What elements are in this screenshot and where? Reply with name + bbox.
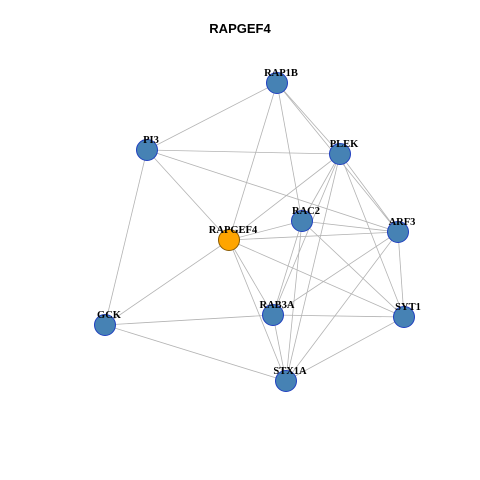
node-rac2	[291, 210, 313, 232]
edge-rapgef4-stx1a	[228, 239, 287, 382]
plot-title: RAPGEF4	[209, 21, 271, 36]
edge-rapgef4-rab3a	[228, 239, 274, 316]
edge-gck-rab3a	[104, 314, 274, 326]
edge-syt1-stx1a	[285, 316, 405, 382]
edge-rac2-rapgef4	[228, 220, 303, 241]
node-rab3a	[262, 304, 284, 326]
edge-pi3-plek	[146, 149, 341, 155]
node-layer	[94, 72, 415, 392]
node-label-gck: GCK	[97, 310, 122, 321]
edge-plek-rapgef4	[228, 153, 341, 241]
edge-plek-arf3	[339, 153, 399, 233]
edge-layer	[104, 82, 405, 382]
edge-plek-syt1	[339, 153, 405, 318]
node-rapgef4	[218, 229, 240, 251]
node-label-syt1: SYT1	[395, 302, 421, 313]
edge-rap1b-pi3	[146, 82, 278, 151]
edge-arf3-stx1a	[285, 231, 399, 382]
edge-arf3-syt1	[397, 231, 405, 318]
node-stx1a	[275, 370, 297, 392]
edge-plek-rac2	[301, 153, 341, 222]
edge-rap1b-plek	[276, 82, 341, 155]
node-gck	[94, 314, 116, 336]
node-rap1b	[266, 72, 288, 94]
node-label-pi3: PI3	[143, 135, 159, 146]
edge-rap1b-rac2	[276, 82, 303, 222]
node-label-rab3a: RAB3A	[259, 300, 294, 311]
edge-rap1b-rapgef4	[228, 82, 278, 241]
edge-rapgef4-arf3	[228, 231, 399, 241]
node-label-stx1a: STX1A	[273, 366, 307, 377]
edge-pi3-rapgef4	[146, 149, 230, 241]
edge-plek-stx1a	[285, 153, 341, 382]
node-label-rapgef4: RAPGEF4	[209, 225, 258, 236]
edge-arf3-rab3a	[272, 231, 399, 316]
edge-rab3a-stx1a	[272, 314, 287, 382]
edge-rapgef4-gck	[104, 239, 230, 326]
node-plek	[329, 143, 351, 165]
node-pi3	[136, 139, 158, 161]
node-arf3	[387, 221, 409, 243]
edge-gck-stx1a	[104, 324, 287, 382]
edge-pi3-gck	[104, 149, 148, 326]
edge-pi3-arf3	[146, 149, 399, 233]
edge-rac2-arf3	[301, 220, 399, 233]
node-label-plek: PLEK	[330, 139, 359, 150]
edge-plek-rab3a	[272, 153, 341, 316]
edge-rab3a-syt1	[272, 314, 405, 318]
edge-rac2-syt1	[301, 220, 405, 318]
node-label-arf3: ARF3	[389, 217, 416, 228]
edge-rapgef4-syt1	[228, 239, 405, 318]
node-label-rac2: RAC2	[292, 206, 320, 217]
node-label-rap1b: RAP1B	[264, 68, 298, 79]
node-syt1	[393, 306, 415, 328]
